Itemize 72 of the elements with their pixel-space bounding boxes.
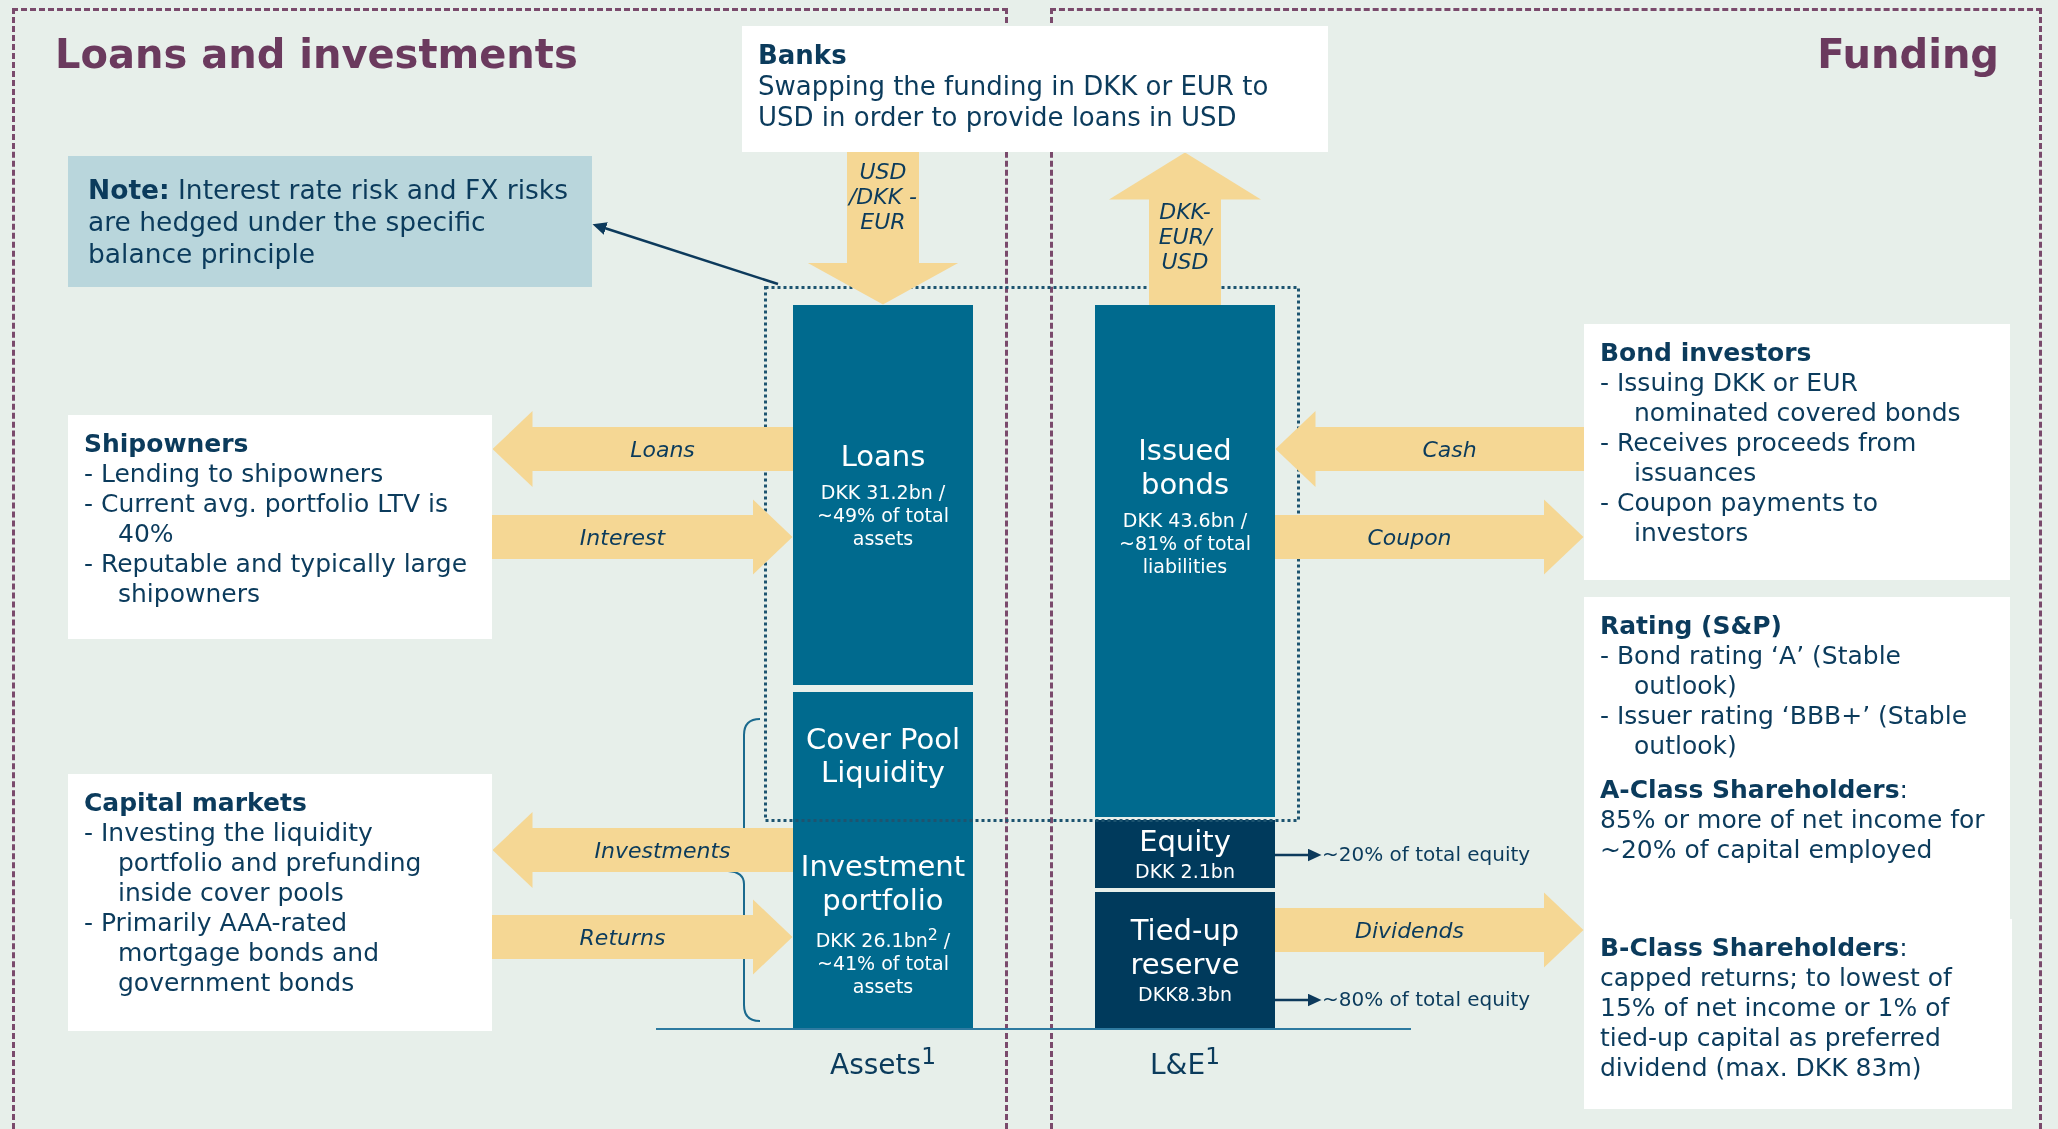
arrow-label: USD /DKK -EUR [847,160,919,232]
section-title: Loans and investments [55,31,578,77]
section-title: Funding [1817,31,1999,77]
bullet-item: - Reputable and typically large shipowners [84,549,469,609]
card-text: Swapping the funding in DKK or EUR to USD in order to provide loans in USD [758,71,1270,134]
segment-value: DKK 2.1bn [1135,860,1235,884]
bullet-item: - Investing the liquidity portfolio and prefunding inside cover pools [84,818,423,908]
info-card [742,26,1328,152]
segment-title: Tied-up reserve [1129,914,1241,981]
annotation-text: ~80% of total equity [1322,987,1562,1013]
arrow [592,222,779,286]
block-arrow [1275,892,1584,968]
block-arrow [1109,152,1261,305]
bullet-item: - Current avg. portfolio LTV is 40% [84,489,449,549]
arrow [1275,993,1322,1007]
axis-label: L&E$^{1}$ [1150,1042,1220,1082]
card-text: B-Class Shareholders: [1600,933,1909,963]
segment-title: Loans [840,440,926,474]
segment-value: DKK 26.1bn$^{2}$ / ~41% of total assets [814,925,952,998]
card-text: 85% or more of net income for ~20% of capital employed [1600,805,1986,865]
arrow [1275,848,1322,862]
segment-value: DKK 31.2bn / ~49% of total assets [816,481,950,550]
arrow-label: DKK- EUR/ USD [1157,200,1214,272]
card-heading: Rating (S&P) [1600,611,1784,641]
segment-value: DKK 43.6bn / ~81% of total liabilities [1118,509,1252,578]
block-arrow [807,152,959,305]
card-heading: Banks [758,40,848,72]
bullet-item: - Primarily AAA-rated mortgage bonds and government bonds [84,908,380,998]
card-heading: Shipowners [84,429,250,459]
balance-bar-segment [1095,892,1275,1028]
bullet-item: - Issuing DKK or EUR nominated covered bonds [1600,368,1962,428]
bullet-item: - Coupon payments to investors [1600,488,1879,548]
axis-label: Assets$^{1}$ [830,1042,936,1082]
arrow-label: Cash [1421,435,1478,464]
block-arrow [492,499,793,575]
card-heading: Capital markets [84,788,308,818]
block-arrow [1275,411,1584,487]
segment-title: Issued bonds [1137,434,1233,502]
bullet-item: - Receives proceeds from issuances [1600,428,1918,488]
balance-bar-segment [793,305,973,685]
arrow-label: Dividends [1353,916,1466,945]
bullet-item: - Bond rating ‘A’ (Stable outlook) [1600,641,1902,701]
segment-value: DKK8.3bn [1138,982,1232,1006]
arrow-label: Returns [578,923,667,952]
block-arrow [492,812,793,888]
arrow-label: Coupon [1366,523,1453,552]
arrow-label: Investments [593,836,732,865]
info-card [1584,597,2010,919]
info-card [1584,919,2012,1109]
bullet-item: - Issuer rating ‘BBB+’ (Stable outlook) [1600,701,1969,761]
card-heading: Bond investors [1600,338,1813,368]
info-card [1584,324,2010,580]
card-text: capped returns; to lowest of 15% of net income or 1% of tied-up capital as preferred dividend (max. DKK 83m) [1600,963,1954,1083]
card-text: Note: Interest rate risk and FX risks are hedged under the specific balance principle [88,174,569,270]
block-arrow [1275,499,1584,575]
bullet-item: - Lending to shipowners [84,459,385,489]
annotation-text: ~20% of total equity [1322,842,1562,868]
segment-title: Investment portfolio [799,850,967,917]
segment-title: Cover Pool Liquidity [804,722,962,790]
info-card [68,415,492,639]
balance-bar-segment [793,692,973,820]
balance-bar-segment [1095,305,1275,817]
balance-bar-segment [793,820,973,1028]
block-arrow [492,899,793,975]
note-card [68,156,592,287]
balance-bar-segment [1095,820,1275,888]
info-card [68,774,492,1031]
arrow-label: Interest [578,523,667,552]
block-arrow [492,411,793,487]
arrow-label: Loans [629,435,696,464]
card-text: A-Class Shareholders: [1600,775,1909,805]
segment-title: Equity [1139,824,1231,859]
